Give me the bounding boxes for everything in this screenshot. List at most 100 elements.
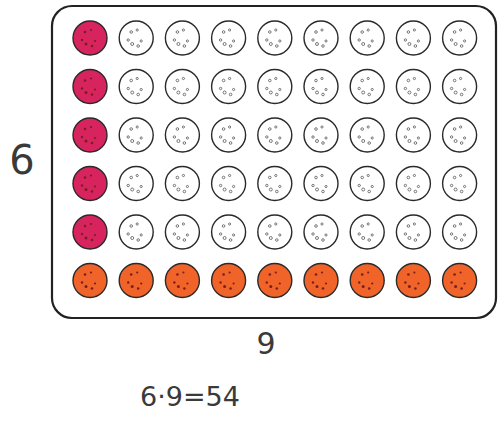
dot-speck	[454, 140, 457, 143]
counter-dot	[443, 215, 477, 249]
dot-speck	[367, 271, 369, 273]
counter-dot	[304, 167, 338, 201]
dot-speck	[219, 281, 221, 283]
dot-speck	[279, 185, 281, 187]
counter-dot	[258, 215, 292, 249]
dot-speck	[182, 126, 184, 128]
dot-speck	[130, 128, 133, 131]
dot-speck	[266, 136, 268, 138]
dot-speck	[131, 285, 134, 288]
counter-dot	[350, 118, 384, 152]
dot-speck	[276, 142, 279, 145]
dot-circle	[73, 70, 107, 104]
dot-speck	[362, 140, 365, 143]
dot-speck	[368, 45, 371, 48]
dot-speck	[229, 271, 231, 273]
dot-speck	[321, 271, 323, 273]
dot-speck	[275, 29, 277, 31]
counter-dot	[73, 21, 107, 55]
dot-speck	[321, 77, 323, 79]
dot-speck	[222, 79, 225, 82]
dot-speck	[81, 184, 83, 186]
dot-speck	[182, 223, 184, 225]
dot-speck	[454, 43, 457, 46]
counter-dot	[304, 70, 338, 104]
counter-dot	[396, 167, 430, 201]
dot-speck	[136, 126, 138, 128]
dot-speck	[91, 287, 94, 290]
dot-circle	[396, 21, 430, 55]
dot-speck	[140, 40, 142, 42]
dot-speck	[413, 271, 415, 273]
dot-speck	[279, 40, 281, 42]
dot-speck	[408, 237, 411, 240]
dot-speck	[183, 239, 186, 242]
dot-speck	[325, 40, 327, 42]
dot-speck	[90, 223, 92, 225]
dot-speck	[269, 273, 272, 276]
dot-speck	[407, 273, 410, 276]
dot-speck	[404, 281, 406, 283]
dot-speck	[321, 174, 323, 176]
dot-speck	[367, 77, 369, 79]
dot-speck	[182, 271, 184, 273]
counter-dot	[443, 118, 477, 152]
dot-speck	[269, 237, 272, 240]
dot-circle	[443, 21, 477, 55]
dot-speck	[454, 91, 457, 94]
dot-speck	[177, 91, 180, 94]
dot-speck	[136, 29, 138, 31]
dot-speck	[367, 126, 369, 128]
dot-speck	[84, 128, 87, 131]
dot-speck	[315, 176, 318, 179]
dot-speck	[361, 176, 364, 179]
dot-speck	[371, 40, 373, 42]
dot-speck	[81, 136, 83, 138]
dot-speck	[186, 234, 188, 236]
dot-speck	[325, 185, 327, 187]
dot-speck	[233, 40, 235, 42]
dot-speck	[85, 285, 88, 288]
dot-speck	[362, 237, 365, 240]
dot-speck	[91, 45, 94, 48]
dot-speck	[229, 45, 232, 48]
counter-dot	[73, 70, 107, 104]
counter-dot	[396, 70, 430, 104]
dot-speck	[222, 225, 225, 228]
counter-dot	[443, 70, 477, 104]
dot-speck	[414, 287, 417, 290]
dot-speck	[177, 188, 180, 191]
dot-speck	[140, 234, 142, 236]
counter-dot	[165, 21, 199, 55]
dot-speck	[85, 43, 88, 46]
dot-speck	[413, 126, 415, 128]
dot-speck	[85, 91, 88, 94]
dot-speck	[368, 93, 371, 96]
dot-speck	[233, 234, 235, 236]
dot-circle	[304, 21, 338, 55]
dot-speck	[269, 285, 272, 288]
dot-speck	[312, 233, 314, 235]
dot-circle	[212, 118, 246, 152]
dot-speck	[404, 233, 406, 235]
dot-speck	[464, 40, 466, 42]
counter-dot	[119, 167, 153, 201]
dot-speck	[315, 31, 318, 34]
dot-speck	[223, 43, 226, 46]
dot-circle	[119, 264, 153, 298]
dot-speck	[269, 43, 272, 46]
dot-speck	[325, 88, 327, 90]
dot-circle	[73, 215, 107, 249]
dot-speck	[368, 142, 371, 145]
dot-speck	[84, 79, 87, 82]
dot-circle	[443, 118, 477, 152]
dot-speck	[371, 137, 373, 139]
dot-speck	[266, 39, 268, 41]
dot-speck	[276, 93, 279, 96]
dot-speck	[90, 271, 92, 273]
dot-circle	[119, 70, 153, 104]
dot-circle	[443, 70, 477, 104]
dot-speck	[453, 273, 456, 276]
dot-speck	[453, 79, 456, 82]
dot-speck	[464, 234, 466, 236]
